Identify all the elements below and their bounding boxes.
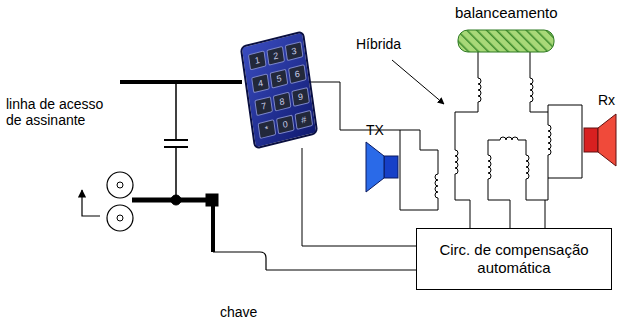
switch-bar [211,206,215,252]
switch-node [171,195,181,205]
key-digit: 0 [276,114,295,134]
subscriber-line [120,80,242,84]
wire [302,148,416,246]
switch-pivot [206,194,218,206]
wire [175,147,177,200]
key-digit: * [258,119,277,139]
direction-arrow [82,190,100,216]
key-digit: 4 [251,73,270,93]
key-digit: 2 [266,46,285,66]
key-digit: 6 [288,64,307,84]
switch-label: chave [220,304,257,320]
hook-ring [107,205,133,231]
key-digit: 8 [273,92,292,112]
node-text: Circ. de compensação automática [425,241,603,277]
wire [175,82,177,140]
hook-ring [117,182,123,188]
key-digit: 1 [248,50,267,70]
balance-network [458,30,554,52]
process-box: Circ. de compensação automática [416,228,612,290]
node-text: balanceamento [455,4,558,22]
hook-contact [250,252,266,270]
wire [213,251,250,252]
signal-name: TX [366,122,384,138]
balance-label: balanceamento [455,4,558,22]
key-digit: 7 [254,96,273,116]
keypad: 123456789 *0# [240,30,319,150]
key-digit: 3 [285,41,304,61]
wire [266,270,416,271]
hook-ring [107,172,133,198]
key-digit: 9 [291,87,310,107]
key-digit: 5 [270,69,289,89]
callout-label: Híbrida [356,36,401,52]
hook-ring [117,215,123,221]
leader-arrow [392,60,444,104]
tx-speaker [366,142,398,192]
rx-speaker [584,114,616,166]
signal-name: Rx [598,92,615,108]
key-digit: # [294,110,313,130]
capacitor-plate [164,139,188,141]
line-label: linha de acesso de assinante [6,96,118,128]
hybrid-transformer [400,52,582,228]
